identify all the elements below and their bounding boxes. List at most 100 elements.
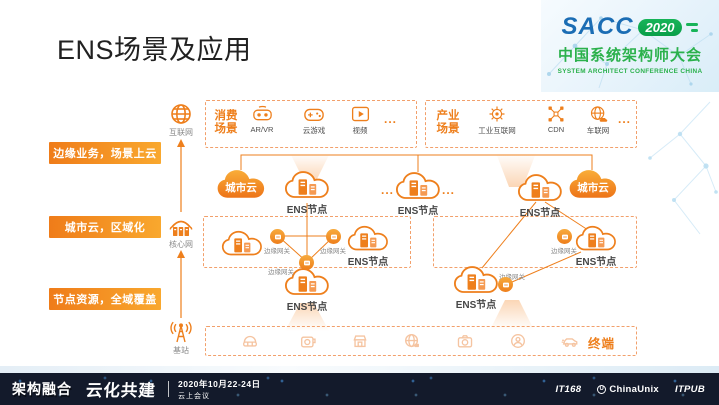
core-network-icon — [169, 220, 193, 236]
ens-node-label: ENS节点 — [347, 257, 389, 268]
ens-cloud-icon — [347, 225, 388, 251]
ens-node-label: ENS节点 — [286, 302, 328, 313]
footer-separator — [168, 381, 169, 397]
consumer-scenarios-box — [205, 100, 417, 148]
consumer-box-title: 消费场景 — [214, 110, 238, 135]
axis-internet-label: 互联网 — [169, 128, 193, 137]
partner-itpub: ITPUB — [675, 383, 705, 395]
ellipsis-dots: ... — [442, 183, 456, 197]
ens-node-top-2: ENS节点 — [390, 171, 446, 217]
industry-box-title: 产业场景 — [436, 110, 460, 135]
city-cloud-left: 城市云 — [212, 168, 270, 202]
axis-core-network: 核心网 — [157, 214, 205, 250]
axis-internet: 互联网 — [157, 102, 205, 138]
industry-scenarios-box — [425, 100, 637, 148]
ens-node-region-right: ENS节点 — [568, 225, 624, 268]
scenario-arvr: AR/VR — [234, 105, 290, 134]
camera-terminal-icon — [457, 335, 473, 348]
conference-logo: SACC 2020 中国系统架构师大会 SYSTEM ARCHITECT CON… — [541, 0, 719, 92]
scenario-cloud-gaming-label: 云游戏 — [302, 126, 326, 135]
banner-edge-business: 边缘业务，场景上云 — [49, 142, 161, 164]
globe-terminal-icon — [405, 334, 419, 348]
edge-gateway-icon — [326, 229, 341, 244]
ellipsis-dots: ... — [381, 183, 395, 197]
edge-gateway-label: 边缘网关 — [320, 248, 346, 255]
ens-node-label: ENS节点 — [519, 208, 561, 219]
ens-cloud-icon — [395, 172, 440, 199]
vr-headset-icon — [252, 105, 272, 121]
industry-more-dots: ... — [618, 112, 632, 126]
scenario-arvr-label: AR/VR — [250, 125, 274, 134]
terminal-label: 终端 — [588, 337, 616, 351]
store-terminal-icon — [353, 335, 367, 348]
ens-cloud-icon — [575, 225, 616, 251]
ens-node-label: ENS节点 — [575, 257, 617, 268]
cdn-network-icon — [548, 106, 564, 122]
footer-bar: 架构融合 云化共建 2020年10月22-24日 云上会议 IT168 U Ch… — [0, 373, 719, 405]
scenario-iov: 车联网 — [570, 104, 626, 136]
monitor-person-terminal-icon — [511, 334, 525, 348]
ens-node-region-left: ENS节点 — [340, 225, 396, 268]
globe-icon — [171, 104, 191, 124]
plexus-pattern-icon — [648, 101, 718, 235]
connected-car-icon — [590, 106, 607, 122]
city-cloud-label: 城市云 — [225, 182, 257, 194]
scenario-video-label: 视频 — [352, 126, 368, 135]
ens-cloud-icon — [221, 230, 262, 256]
ens-node-below-right: ENS节点 — [448, 265, 504, 311]
axis-base-station: 基站 — [157, 320, 205, 356]
city-cloud-icon — [217, 170, 265, 198]
scenario-iiot-label: 工业互联网 — [478, 126, 516, 135]
base-station-icon — [170, 321, 192, 343]
car-terminal-icon — [561, 338, 578, 347]
scenario-cdn: CDN — [528, 104, 584, 134]
scenario-video: 视频 — [332, 104, 388, 136]
edge-gateway-icon — [270, 229, 285, 244]
conference-title-cn: 中国系统架构师大会 — [557, 47, 702, 64]
partner-chinaunix: U ChinaUnix — [597, 384, 659, 395]
axis-base-label: 基站 — [173, 346, 189, 355]
edge-gateway-label: 边缘网关 — [268, 269, 294, 276]
footer-venue: 云上会议 — [178, 392, 210, 400]
edge-gateway-icon — [299, 255, 314, 270]
ens-node-top-3: ENS节点 — [512, 173, 568, 219]
partner-it168: IT168 — [555, 383, 582, 395]
footer-divider-strip — [0, 366, 719, 373]
edge-gateway-label: 边缘网关 — [264, 248, 290, 255]
ens-cloud-plain — [214, 230, 270, 258]
smart-device-terminal-icon — [301, 336, 316, 348]
ens-cloud-icon — [517, 174, 562, 201]
scenario-cdn-label: CDN — [547, 125, 565, 134]
ens-node-label: ENS节点 — [455, 300, 497, 311]
terminal-box — [205, 326, 637, 356]
edge-gateway-label: 边缘网关 — [551, 248, 577, 255]
city-cloud-icon — [569, 170, 617, 198]
chinaunix-u-icon: U — [597, 384, 607, 394]
banner-node-resource: 节点资源，全域覆盖 — [49, 288, 161, 310]
gamepad-icon — [304, 108, 324, 122]
edge-gateway-icon — [557, 229, 572, 244]
ens-node-label: ENS节点 — [286, 205, 328, 216]
ens-cloud-icon — [284, 171, 329, 198]
conference-title-en: SYSTEM ARCHITECT CONFERENCE CHINA — [557, 68, 703, 75]
axis-core-label: 核心网 — [169, 240, 193, 249]
ens-cloud-icon — [284, 268, 329, 295]
banner-city-cloud: 城市云，区域化 — [49, 216, 161, 238]
vr-helmet-terminal-icon — [243, 335, 257, 347]
footer-date: 2020年10月22-24日 — [178, 378, 261, 389]
footer-brand-jiagourohe: 架构融合 — [12, 381, 72, 397]
ens-node-label: ENS节点 — [397, 206, 439, 217]
ens-cloud-icon — [453, 266, 498, 293]
sacc-year-badge: 2020 — [637, 18, 683, 36]
footer-brand-yunhuagongjian: 云化共建 — [85, 382, 157, 400]
city-cloud-label: 城市云 — [577, 182, 609, 194]
city-cloud-right: 城市云 — [564, 168, 622, 202]
scenario-iiot: 工业互联网 — [469, 104, 525, 136]
video-icon — [351, 106, 369, 122]
sacc-logo-text: SACC — [561, 13, 634, 40]
gear-icon — [489, 106, 505, 122]
scenario-cloud-gaming: 云游戏 — [286, 104, 342, 136]
edge-gateway-icon — [498, 277, 513, 292]
scenario-iov-label: 车联网 — [586, 126, 610, 135]
